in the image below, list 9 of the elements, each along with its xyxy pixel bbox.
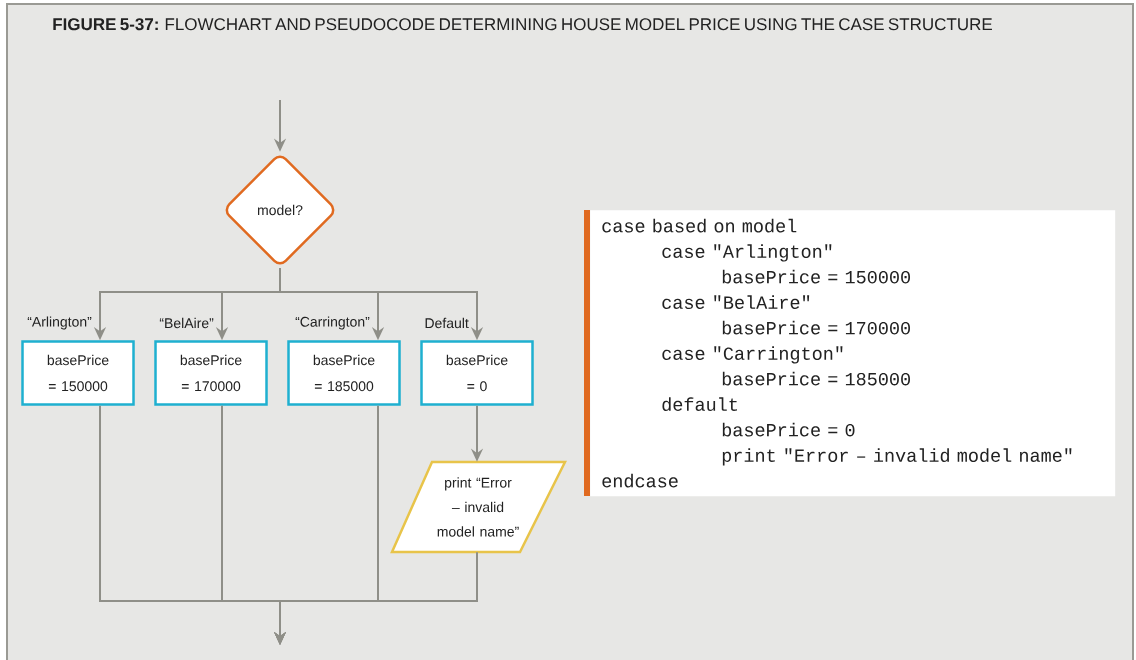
process-box: basePrice = 150000 <box>21 340 135 406</box>
edge-label: “Arlington” <box>26 315 93 331</box>
process-box: basePrice = 0 <box>420 340 534 406</box>
output-parallelogram: print “Error – invalid model name” <box>390 460 568 554</box>
process-box: basePrice = 185000 <box>287 340 401 406</box>
figure-title: FIGURE 5-37: FLOWCHART AND PSEUDOCODE DETERMINING HOUSE MODEL PRICE USING THE CASE STRUCTURE <box>53 18 992 31</box>
process-box: basePrice = 170000 <box>154 340 268 406</box>
edge-label: “Carrington” <box>294 315 371 331</box>
pseudocode-panel: case based on model case "Arlington" basePrice = 150000 case "BelAire" basePrice = 170000 case "Carrington" basePrice = 185000 default basePrice = 0 print "Error – invalid model name" endcase <box>584 210 1116 497</box>
